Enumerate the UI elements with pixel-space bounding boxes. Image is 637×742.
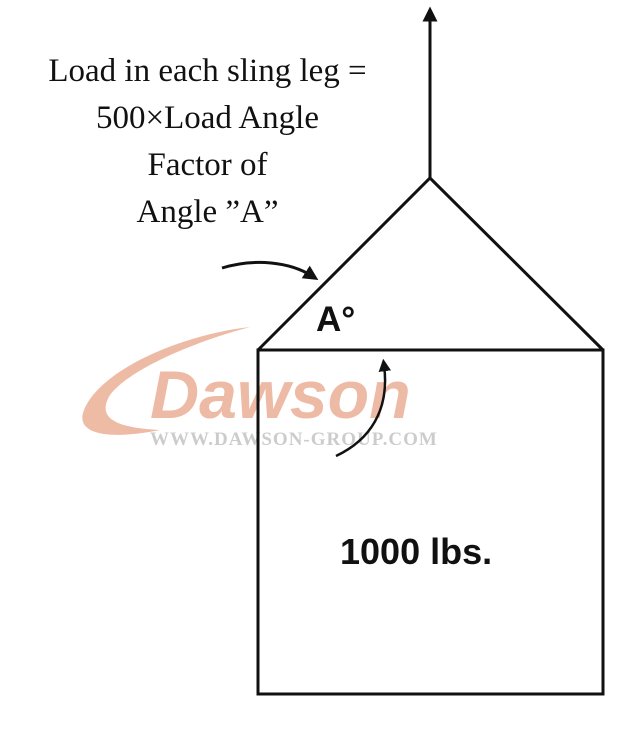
angle-indicator-arrow <box>335 358 392 458</box>
watermark-swoosh <box>82 327 250 435</box>
watermark-url: WWW.DAWSON-GROUP.COM <box>150 429 438 450</box>
load-weight-label: 1000 lbs. <box>340 531 493 572</box>
watermark-logo: Dawson <box>150 357 411 433</box>
watermark: Dawson WWW.DAWSON-GROUP.COM <box>82 327 437 450</box>
caption-line: 500×Load Angle <box>96 100 319 136</box>
sling-pointer-arrow <box>221 260 319 281</box>
caption-line: Load in each sling leg = <box>48 53 367 89</box>
caption-line: Angle ”A” <box>136 194 279 230</box>
load-formula-caption: Load in each sling leg = 500×Load Angle … <box>0 48 415 236</box>
load-box <box>256 348 605 696</box>
sling-legs <box>256 175 605 352</box>
caption-line: Factor of <box>147 147 268 183</box>
angle-a-label: A° <box>316 300 356 339</box>
